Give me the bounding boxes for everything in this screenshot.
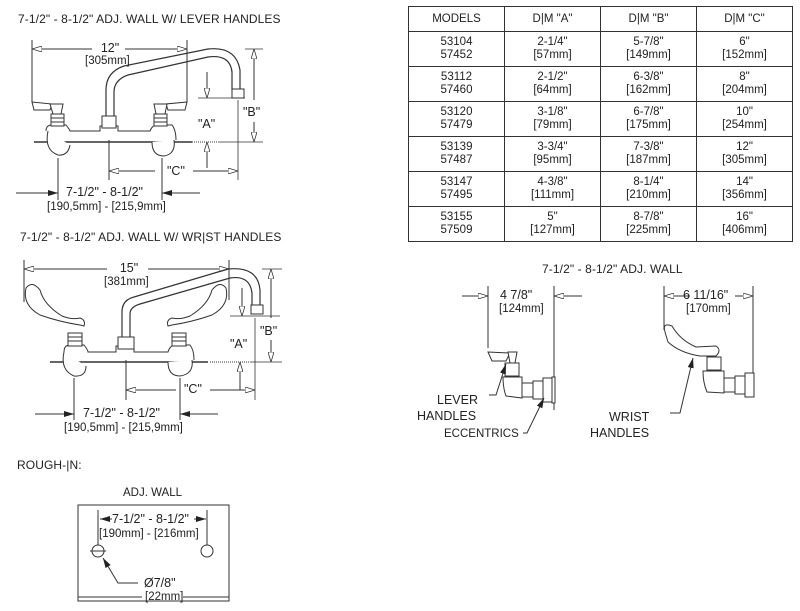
wrist-handle-left bbox=[24, 284, 85, 327]
dim-a-cell: 2-1/2"[64mm] bbox=[504, 66, 601, 102]
wrist-depth-mm: [170mm] bbox=[686, 303, 731, 315]
dim-b-cell: 8-1/4"[210mm] bbox=[600, 171, 697, 207]
wrist-faucet-title: 7-1/2" - 8-1/2" ADJ. WALL W/ WR|ST HANDL… bbox=[20, 230, 282, 244]
dim-c-label: "C" bbox=[184, 382, 202, 396]
dim-c-label: "C" bbox=[167, 164, 185, 178]
centers-mm: [190,5mm] - [215,9mm] bbox=[47, 201, 166, 213]
dim-a-label: "A" bbox=[230, 337, 248, 351]
wrist-depth-label: 6 11/16" bbox=[683, 288, 729, 302]
dim-b-cell: 5-7/8"[149mm] bbox=[600, 31, 697, 67]
dim-c-cell: 6"[152mm] bbox=[696, 31, 793, 67]
dim-b-cell: 6-7/8"[175mm] bbox=[600, 101, 697, 137]
hole-right bbox=[200, 544, 214, 558]
spout-reach-mm: [381mm] bbox=[104, 276, 149, 288]
wrist-handles-label-2: HANDLES bbox=[590, 426, 650, 440]
header-models: MODELS bbox=[408, 6, 505, 32]
dim-c-cell: 12"[305mm] bbox=[696, 136, 793, 172]
side-view-title: 7-1/2" - 8-1/2" ADJ. WALL bbox=[542, 262, 683, 276]
dim-a-cell: 5"[127mm] bbox=[504, 206, 601, 242]
centers-mm: [190,5mm] - [215,9mm] bbox=[64, 422, 183, 434]
lever-handles-label-2: HANDLES bbox=[417, 409, 477, 423]
wrist-handle-right bbox=[167, 284, 228, 327]
lever-depth-mm: [124mm] bbox=[499, 303, 544, 315]
centers-label: 7-1/2" - 8-1/2" bbox=[66, 185, 143, 199]
centers-label: 7-1/2" - 8-1/2" bbox=[83, 406, 160, 420]
dim-b-label: "B" bbox=[243, 105, 261, 119]
dim-a-cell: 2-1/4"[57mm] bbox=[504, 31, 601, 67]
lever-faucet-drawing bbox=[16, 40, 263, 200]
spout-reach-label: 12" bbox=[100, 41, 120, 55]
rough-in-subtitle: ADJ. WALL bbox=[123, 487, 183, 499]
side-view-drawing bbox=[462, 286, 755, 434]
lever-depth-label: 4 7/8" bbox=[500, 288, 533, 302]
lever-handle-left bbox=[31, 101, 53, 111]
dim-a-cell: 3-1/8"[79mm] bbox=[504, 101, 601, 137]
dim-b-cell: 8-7/8"[225mm] bbox=[600, 206, 697, 242]
lever-faucet-title: 7-1/2" - 8-1/2" ADJ. WALL W/ LEVER HANDL… bbox=[18, 12, 281, 26]
lever-handle-right bbox=[165, 101, 188, 111]
dim-a-cell: 4-3/8"[111mm] bbox=[504, 171, 601, 207]
spout bbox=[105, 48, 241, 120]
rough-in-drawing bbox=[77, 504, 230, 602]
header-dim-a: D|M "A" bbox=[504, 6, 601, 32]
dim-c-cell: 14"[356mm] bbox=[696, 171, 793, 207]
dim-b-label: "B" bbox=[260, 324, 278, 338]
rough-in-centers-mm: [190mm] - [216mm] bbox=[99, 528, 199, 540]
aerator bbox=[231, 88, 245, 99]
header-dim-b: D|M "B" bbox=[600, 6, 697, 32]
dim-c-cell: 8"[204mm] bbox=[696, 66, 793, 102]
rough-in-centers: 7-1/2" - 8-1/2" bbox=[112, 512, 189, 526]
left-eccentric bbox=[46, 130, 71, 156]
wrist-faucet-drawing bbox=[23, 260, 282, 420]
lever-handles-label-1: LEVER bbox=[437, 393, 478, 407]
wrist-handles-label-1: WRIST bbox=[609, 410, 650, 424]
dim-a-cell: 3-3/4"[95mm] bbox=[504, 136, 601, 172]
dim-c-cell: 16"[406mm] bbox=[696, 206, 793, 242]
table-header-row: MODELS D|M "A" D|M "B" D|M "C" bbox=[408, 6, 793, 32]
right-eccentric bbox=[151, 139, 175, 157]
eccentrics-label: ECCENTRICS bbox=[444, 428, 519, 440]
rough-in-title: ROUGH-|N: bbox=[17, 458, 82, 472]
hole-diameter-label: Ø7/8" bbox=[144, 576, 176, 590]
dim-c-cell: 10"[254mm] bbox=[696, 101, 793, 137]
spout-reach-label: 15" bbox=[119, 261, 139, 275]
dim-b-cell: 7-3/8"[187mm] bbox=[600, 136, 697, 172]
hole-diameter-mm: [22mm] bbox=[145, 591, 184, 603]
dim-b-cell: 6-3/8"[162mm] bbox=[600, 66, 697, 102]
dim-a-label: "A" bbox=[198, 117, 216, 131]
spout-reach-mm: [305mm] bbox=[85, 55, 130, 67]
header-dim-c: D|M "C" bbox=[696, 6, 793, 32]
